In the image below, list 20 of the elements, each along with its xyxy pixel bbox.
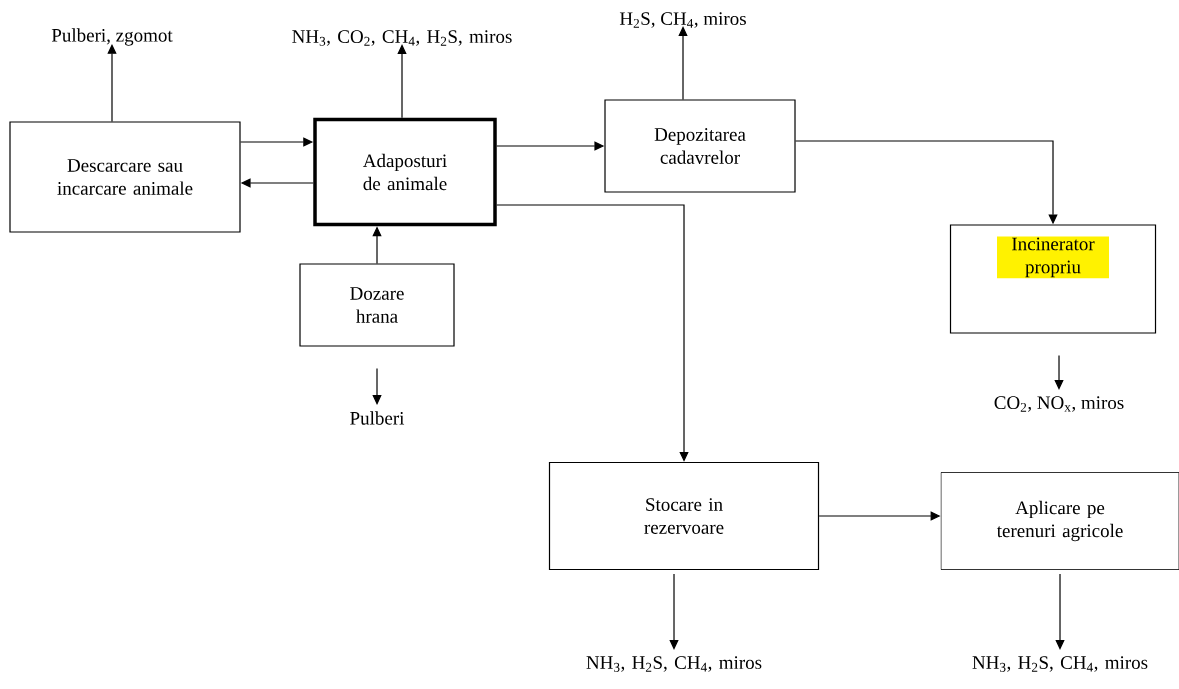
process-box: Descarcare sau incarcare animale [9, 121, 241, 233]
emission-label: NH$_{3}$, H$_{2}$S, CH$_{4}$, miros [586, 656, 762, 672]
emission-label: NH$_{3}$, H$_{2}$S, CH$_{4}$, miros [972, 656, 1148, 672]
process-box: Depozitarea cadavrelor [604, 99, 796, 193]
arrow [397, 44, 407, 119]
arrow [1055, 573, 1065, 650]
process-box: Incinerator propriu [949, 224, 1157, 334]
process-box: Dozare hrana [299, 263, 455, 347]
arrow [678, 26, 688, 100]
emission-label: Pulberi [350, 411, 405, 425]
emission-label: CO$_{2}$, NO$_{x}$, miros [994, 396, 1124, 412]
arrow [496, 204, 689, 462]
arrow [1054, 355, 1064, 390]
process-box: Adaposturi de animale [313, 117, 497, 227]
emission-label: Pulberi, zgomot [51, 28, 173, 46]
process-box: Stocare in rezervoare [548, 461, 820, 571]
process-box: Aplicare pe terenuri agricole [940, 472, 1179, 570]
arrow [669, 573, 679, 650]
emission-label: H$_{2}$S, CH$_{4}$, miros [619, 12, 746, 28]
emission-label: NH$_{3}$, CO$_{2}$, CH$_{4}$, H$_{2}$S, miros [292, 30, 512, 46]
